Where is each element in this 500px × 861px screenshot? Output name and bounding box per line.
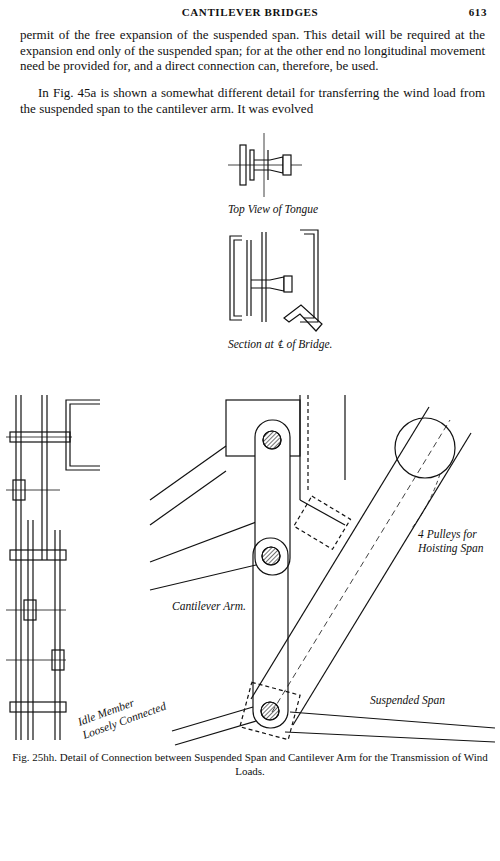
running-head: CANTILEVER BRIDGES (0, 6, 500, 19)
figure-label: Suspended Span (370, 694, 470, 708)
cantilever-arm-members (150, 395, 345, 590)
figure-caption: Fig. 25hh. Detail of Connection between … (12, 750, 488, 778)
body-paragraph: permit of the free expansion of the susp… (20, 27, 485, 74)
figure-label: Idle Member Loosely Connected (76, 685, 172, 742)
idle-member (172, 707, 256, 745)
page-number: 613 (455, 6, 487, 19)
suspended-span-members (240, 407, 495, 742)
hanger-links (253, 420, 290, 728)
bridge-section (230, 230, 322, 331)
figure-label: Section at ℄ of Bridge. (228, 338, 388, 352)
pins (261, 431, 281, 720)
figure-label: Top View of Tongue (228, 203, 378, 217)
figure-label: Cantilever Arm. (172, 600, 252, 614)
tongue-top-view (228, 133, 302, 197)
side-view (6, 395, 100, 740)
figure-label: 4 Pulleys for Hoisting Span (418, 528, 494, 556)
body-paragraph: In Fig. 45a is shown a somewhat differen… (20, 85, 485, 116)
